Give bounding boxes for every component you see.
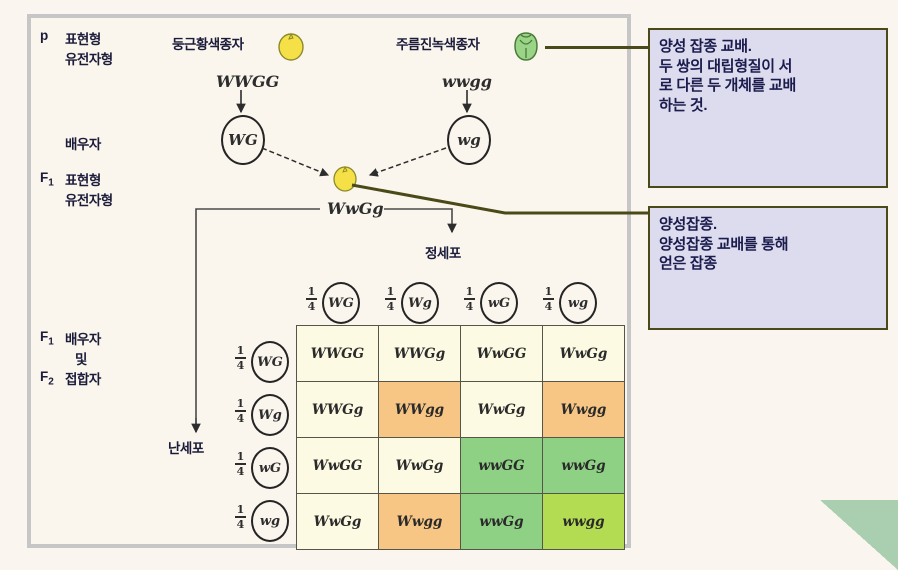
punnett-cell: Wwgg xyxy=(542,381,625,438)
punnett-cell: wwGg xyxy=(460,493,543,550)
punnett-cell: wwGg xyxy=(542,437,625,494)
frac-den: 4 xyxy=(544,299,553,313)
frac-num: 1 xyxy=(236,344,245,357)
table-row: WwGG WwGg wwGG wwGg xyxy=(296,437,625,494)
stage-label-p: p xyxy=(40,28,49,43)
parent-right-phenotype: 주름진녹색종자 xyxy=(396,37,480,52)
punnett-cell: WwGG xyxy=(460,325,543,382)
frac-den: 4 xyxy=(386,299,395,313)
row-gamete-1: Wg xyxy=(251,394,289,436)
f1-round-yellow-seed-icon xyxy=(332,163,358,197)
f2-letter: F xyxy=(40,369,49,384)
f1g-subscript: 1 xyxy=(48,336,54,348)
frac-bar xyxy=(235,410,246,412)
frac-bar xyxy=(235,357,246,359)
frac-num: 1 xyxy=(465,285,474,298)
punnett-cell: WwGg xyxy=(460,381,543,438)
punnett-cell: WwGG xyxy=(296,437,379,494)
row-gamete-2: wG xyxy=(251,447,289,489)
punnett-cell: WWGG xyxy=(296,325,379,382)
wrinkled-green-seed-icon xyxy=(511,28,541,67)
frac-num: 1 xyxy=(236,503,245,516)
egg-cell-label: 난세포 xyxy=(168,441,204,456)
punnett-cell: WwGg xyxy=(296,493,379,550)
frac-den: 4 xyxy=(307,299,316,313)
parent-right-gamete: wg xyxy=(447,115,491,165)
parent-left-gamete: WG xyxy=(221,115,265,165)
frac-num: 1 xyxy=(236,397,245,410)
f1-letter: F xyxy=(40,170,49,185)
dihybrid-note: 양성잡종. 양성잡종 교배를 통해 얻은 잡종 xyxy=(648,206,888,330)
frac-den: 4 xyxy=(236,358,245,372)
f1-subscript: 1 xyxy=(48,177,54,189)
punnett-cell: WwGg xyxy=(378,437,461,494)
table-row: WWGG WWGg WwGG WwGg xyxy=(296,325,625,382)
frac-bar xyxy=(385,298,396,300)
frac-den: 4 xyxy=(236,411,245,425)
frac-bar xyxy=(235,516,246,518)
stage-p-line1: 표현형 xyxy=(65,32,101,47)
row-gamete-0: WG xyxy=(251,341,289,383)
round-yellow-seed-icon xyxy=(276,28,306,67)
parent-left-phenotype: 둥근황색종자 xyxy=(172,37,244,52)
frac-bar xyxy=(464,298,475,300)
punnett-cell: WWGg xyxy=(296,381,379,438)
stage-gamete-label: 배우자 xyxy=(65,137,101,152)
frac-den: 4 xyxy=(465,299,474,313)
stage-f1-line1: 표현형 xyxy=(65,173,101,188)
frac-den: 4 xyxy=(236,464,245,478)
f2-subscript: 2 xyxy=(48,376,54,388)
frac-num: 1 xyxy=(386,285,395,298)
table-row: WWGg WWgg WwGg Wwgg xyxy=(296,381,625,438)
frac-num: 1 xyxy=(307,285,316,298)
col-gamete-2: wG xyxy=(480,282,518,324)
punnett-cell: Wwgg xyxy=(378,493,461,550)
punnett-cell: WWGg xyxy=(378,325,461,382)
stage-f2-line1: 접합자 xyxy=(65,372,101,387)
stage-label-f1-gametes: F1 xyxy=(40,329,54,348)
frac-bar xyxy=(306,298,317,300)
col-gamete-0: WG xyxy=(322,282,360,324)
col-gamete-3: wg xyxy=(559,282,597,324)
stage-f1g-line2: 및 xyxy=(75,352,87,367)
stage-f1-line2: 유전자형 xyxy=(65,193,113,208)
punnett-square-table: WWGG WWGg WwGG WwGg WWGg WWgg WwGg Wwgg … xyxy=(296,325,625,550)
frac-bar xyxy=(235,463,246,465)
dihybrid-cross-note: 양성 잡종 교배. 두 쌍의 대립형질이 서 로 다른 두 개체를 교배 하는 … xyxy=(648,28,888,188)
punnett-cell: wwgg xyxy=(542,493,625,550)
f1-genotype: WwGg xyxy=(327,199,384,218)
f1g-letter: F xyxy=(40,329,49,344)
frac-bar xyxy=(543,298,554,300)
table-row: WwGg Wwgg wwGg wwgg xyxy=(296,493,625,550)
frac-num: 1 xyxy=(236,450,245,463)
corner-accent-triangle xyxy=(820,500,898,570)
parent-right-genotype: wwgg xyxy=(442,72,492,91)
punnett-cell: WWgg xyxy=(378,381,461,438)
punnett-cell: WwGg xyxy=(542,325,625,382)
parent-left-genotype: WWGG xyxy=(216,72,280,91)
stage-label-f1: F1 xyxy=(40,170,54,189)
frac-den: 4 xyxy=(236,517,245,531)
stage-p-line2: 유전자형 xyxy=(65,52,113,67)
punnett-cell: wwGG xyxy=(460,437,543,494)
callout-connector-1 xyxy=(545,46,650,49)
col-gamete-1: Wg xyxy=(401,282,439,324)
sperm-cell-label: 정세포 xyxy=(425,246,461,261)
row-gamete-3: wg xyxy=(251,500,289,542)
frac-num: 1 xyxy=(544,285,553,298)
stage-label-f2: F2 xyxy=(40,369,54,388)
stage-f1g-line1: 배우자 xyxy=(65,332,101,347)
